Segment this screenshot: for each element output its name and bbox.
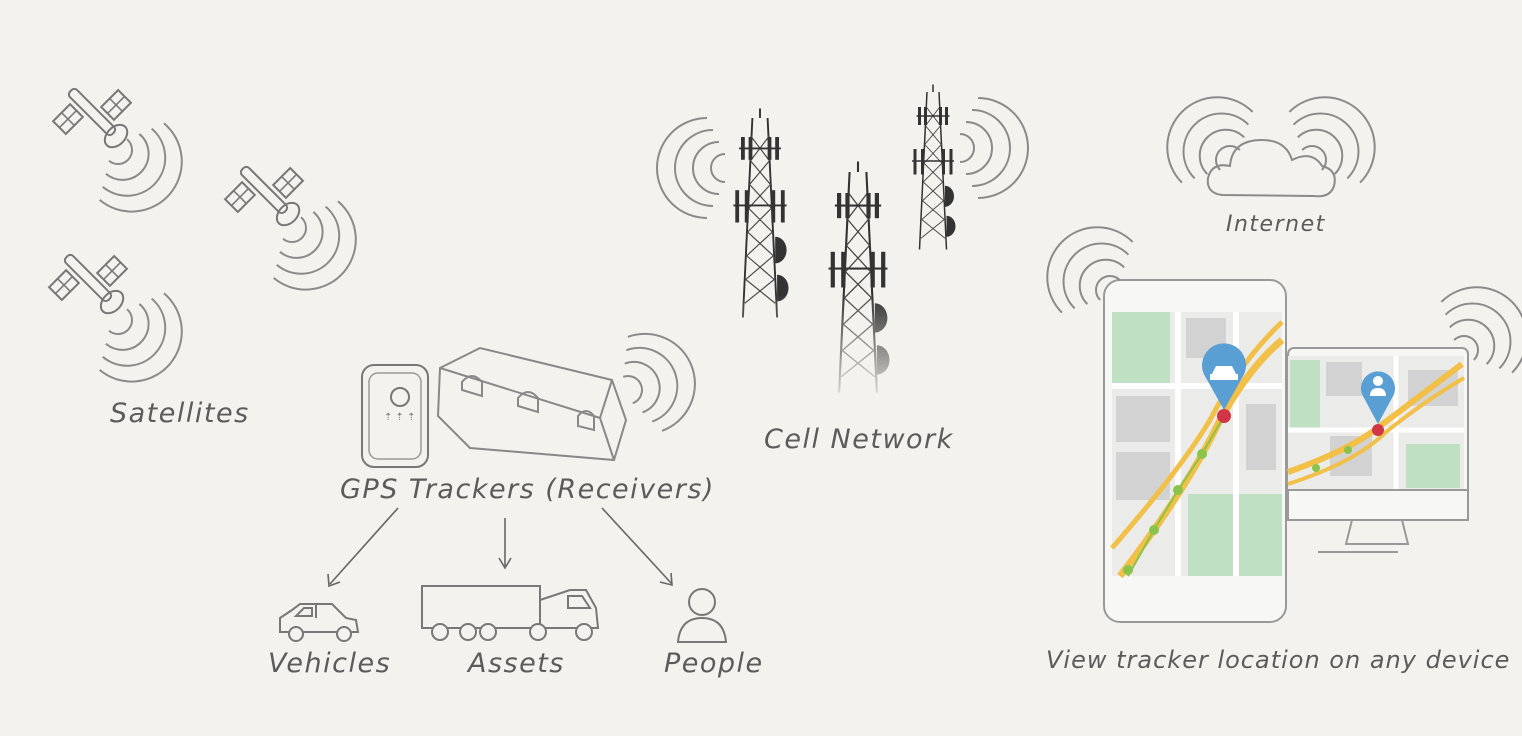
assets-label: Assets bbox=[468, 648, 565, 679]
car-icon bbox=[279, 603, 360, 642]
satellite-icon bbox=[41, 231, 144, 334]
satellite-icon bbox=[217, 143, 320, 246]
person-icon bbox=[676, 588, 728, 643]
internet-label: Internet bbox=[1226, 212, 1326, 237]
tower-waves-left bbox=[656, 117, 726, 219]
person-location-pin-icon bbox=[1360, 371, 1395, 424]
arrow-to-assets bbox=[498, 518, 512, 570]
smartphone-icon bbox=[1103, 279, 1287, 623]
tower-waves-right bbox=[959, 97, 1029, 199]
vehicles-label: Vehicles bbox=[268, 648, 392, 679]
satellite-waves bbox=[258, 188, 378, 312]
cloud-waves-left bbox=[1145, 75, 1267, 197]
arrow-to-vehicles bbox=[327, 507, 399, 588]
truck-icon bbox=[421, 585, 600, 641]
asset-container-icon bbox=[436, 346, 628, 462]
people-label: People bbox=[664, 648, 764, 679]
car-location-pin-icon bbox=[1202, 343, 1247, 410]
satellites-label: Satellites bbox=[110, 398, 250, 429]
arrow-to-people bbox=[601, 507, 673, 587]
gps-trackers-label: GPS Trackers (Receivers) bbox=[340, 474, 715, 505]
cloud-icon bbox=[1206, 138, 1336, 198]
phone-map bbox=[1110, 312, 1285, 579]
cell-network-label: Cell Network bbox=[764, 424, 954, 455]
monitor-icon bbox=[1286, 347, 1469, 553]
svg-text:⇡ ⇡ ⇡: ⇡ ⇡ ⇡ bbox=[384, 412, 416, 423]
view-location-label: View tracker location on any device bbox=[1046, 646, 1511, 674]
gps-tracker-device-icon: ⇡ ⇡ ⇡ bbox=[361, 364, 429, 468]
cloud-waves-right bbox=[1275, 75, 1397, 197]
